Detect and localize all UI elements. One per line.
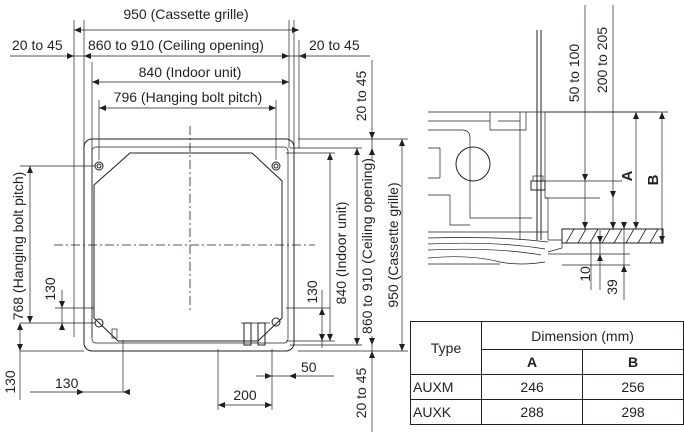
side-dim-10: 10: [577, 266, 593, 282]
ceiling-opening-height-label: 860 to 910 (Ceiling opening): [359, 158, 375, 334]
side-dim-39: 39: [604, 279, 620, 295]
grille-fins: [427, 231, 563, 265]
column-b-header: B: [582, 349, 684, 375]
corner-offset-right-label: 130: [304, 280, 320, 304]
drain-outlet-circle: [455, 146, 491, 182]
row-value-b: 256: [582, 374, 684, 400]
row-value-a: 288: [481, 399, 584, 425]
row-value-a: 246: [481, 374, 584, 400]
plan-view: 950 (Cassette grille) 20 to 45 860 to 91…: [2, 6, 408, 432]
pipe-width-label: 200: [233, 387, 257, 403]
side-dim-50-100: 50 to 100: [566, 44, 582, 103]
refrigerant-pipes: [241, 322, 270, 346]
label-a: A: [619, 170, 636, 181]
indoor-unit-height-label: 840 (Indoor unit): [333, 202, 349, 305]
corner-offset-left-label: 130: [42, 277, 58, 301]
offset-bottom-130-label: 130: [55, 375, 79, 391]
dimension-group-header: Dimension (mm): [481, 321, 684, 350]
grille-width-label: 950 (Cassette grille): [123, 6, 248, 22]
clearance-left-label: 20 to 45: [12, 37, 63, 53]
side-view: 50 to 100 200 to 205 A B 10 39: [427, 5, 668, 300]
clearance-top-label: 20 to 45: [353, 70, 369, 121]
bolt-pitch-height-label: 768 (Hanging bolt pitch): [10, 172, 26, 321]
side-dim-200-205: 200 to 205: [594, 27, 610, 93]
dimension-table: Type Dimension (mm) A B AUXM 246 256 AUX…: [409, 321, 684, 425]
table-row: AUXK 288 298: [409, 399, 684, 425]
row-type: AUXK: [409, 399, 483, 425]
clearance-right-label: 20 to 45: [309, 37, 360, 53]
ceiling-opening-width-label: 860 to 910 (Ceiling opening): [88, 37, 264, 53]
type-header: Type: [409, 321, 483, 375]
clearance-bottom-label: 20 to 45: [353, 367, 369, 418]
column-a-header: A: [481, 349, 584, 375]
ceiling-board: [561, 228, 664, 244]
row-type: AUXM: [409, 374, 483, 400]
hanging-bolt-bottom-right: [271, 317, 281, 327]
table-row: AUXM 246 256: [409, 374, 684, 400]
indoor-unit-outline: [93, 152, 283, 342]
pipe-offset-label: 50: [301, 359, 317, 375]
label-b: B: [645, 174, 662, 185]
hanging-bolt-top-right: [271, 161, 281, 171]
indoor-unit-width-label: 840 (Indoor unit): [139, 64, 242, 80]
grille-height-label: 950 (Cassette grille): [385, 182, 401, 307]
hanging-bolt-top-left: [94, 161, 104, 171]
row-value-b: 298: [582, 399, 684, 425]
bolt-pitch-width-label: 796 (Hanging bolt pitch): [114, 89, 263, 105]
offset-bottom-left-label: 130: [2, 370, 18, 394]
